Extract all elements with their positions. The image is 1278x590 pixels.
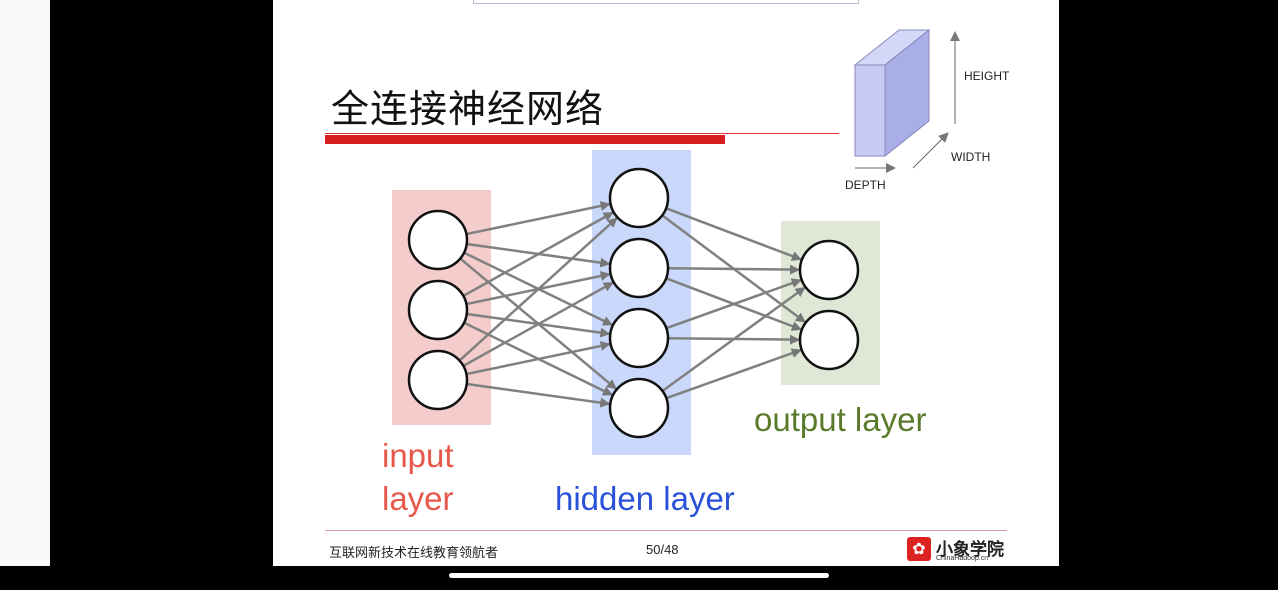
edge-input3-hidden3	[466, 341, 611, 376]
edge-input3-hidden1	[458, 217, 618, 362]
neuron-nodes	[407, 167, 860, 439]
width-arrow	[912, 132, 949, 169]
logo-mark-icon: ✿	[907, 537, 931, 561]
network-diagram	[392, 28, 960, 455]
edge-input2-hidden1	[462, 211, 614, 297]
page-number: 50/48	[646, 542, 679, 557]
height-label: HEIGHT	[964, 69, 1010, 83]
input-neuron-3	[407, 349, 469, 411]
footer-divider	[325, 530, 1007, 531]
edge-hidden1-output1	[665, 207, 802, 261]
edge-input3-hidden2	[462, 281, 614, 367]
width-label: WIDTH	[951, 150, 991, 164]
hidden-layer-label: hidden layer	[555, 480, 735, 517]
input-neuron-1	[407, 209, 469, 271]
hidden-neuron-3	[608, 307, 670, 369]
output-neuron-1	[798, 239, 860, 301]
top-frame-bar	[473, 0, 859, 4]
output-layer-label: output layer	[754, 401, 927, 438]
connection-edges	[458, 201, 806, 408]
hidden-neuron-1	[608, 167, 670, 229]
depth-label: DEPTH	[845, 178, 886, 192]
edge-input3-hidden4	[466, 382, 611, 408]
volume-cube-icon	[853, 28, 931, 158]
input-label-line2: layer	[382, 480, 454, 517]
left-margin-strip	[0, 0, 50, 566]
edge-hidden3-output1	[665, 278, 802, 330]
footer-slogan: 互联网新技术在线教育领航者	[329, 546, 499, 561]
input-layer-label: input layer	[382, 434, 454, 520]
title-accent-bar	[325, 135, 725, 144]
edge-hidden4-output1	[661, 286, 806, 392]
edge-hidden2-output1	[667, 264, 801, 275]
logo-english-text: ChinaHadoop.cn	[936, 555, 989, 562]
input-neuron-2	[407, 279, 469, 341]
input-label-line1: input	[382, 437, 454, 474]
slide-title: 全连接神经网络	[331, 87, 605, 131]
edge-input1-hidden1	[466, 201, 611, 236]
hidden-neuron-2	[608, 237, 670, 299]
title-underline	[325, 133, 839, 134]
output-neuron-2	[798, 309, 860, 371]
logo-chinese-text: 小象学院	[936, 540, 1004, 560]
edge-hidden4-output2	[665, 348, 802, 400]
brand-logo: ✿ 小象学院 ChinaHadoop.cn	[907, 536, 1017, 564]
home-indicator	[449, 573, 829, 578]
presentation-slide: 全连接神经网络 HEIGHT WIDTH DEPTH input layer h…	[273, 0, 1059, 566]
hidden-neuron-4	[608, 377, 670, 439]
